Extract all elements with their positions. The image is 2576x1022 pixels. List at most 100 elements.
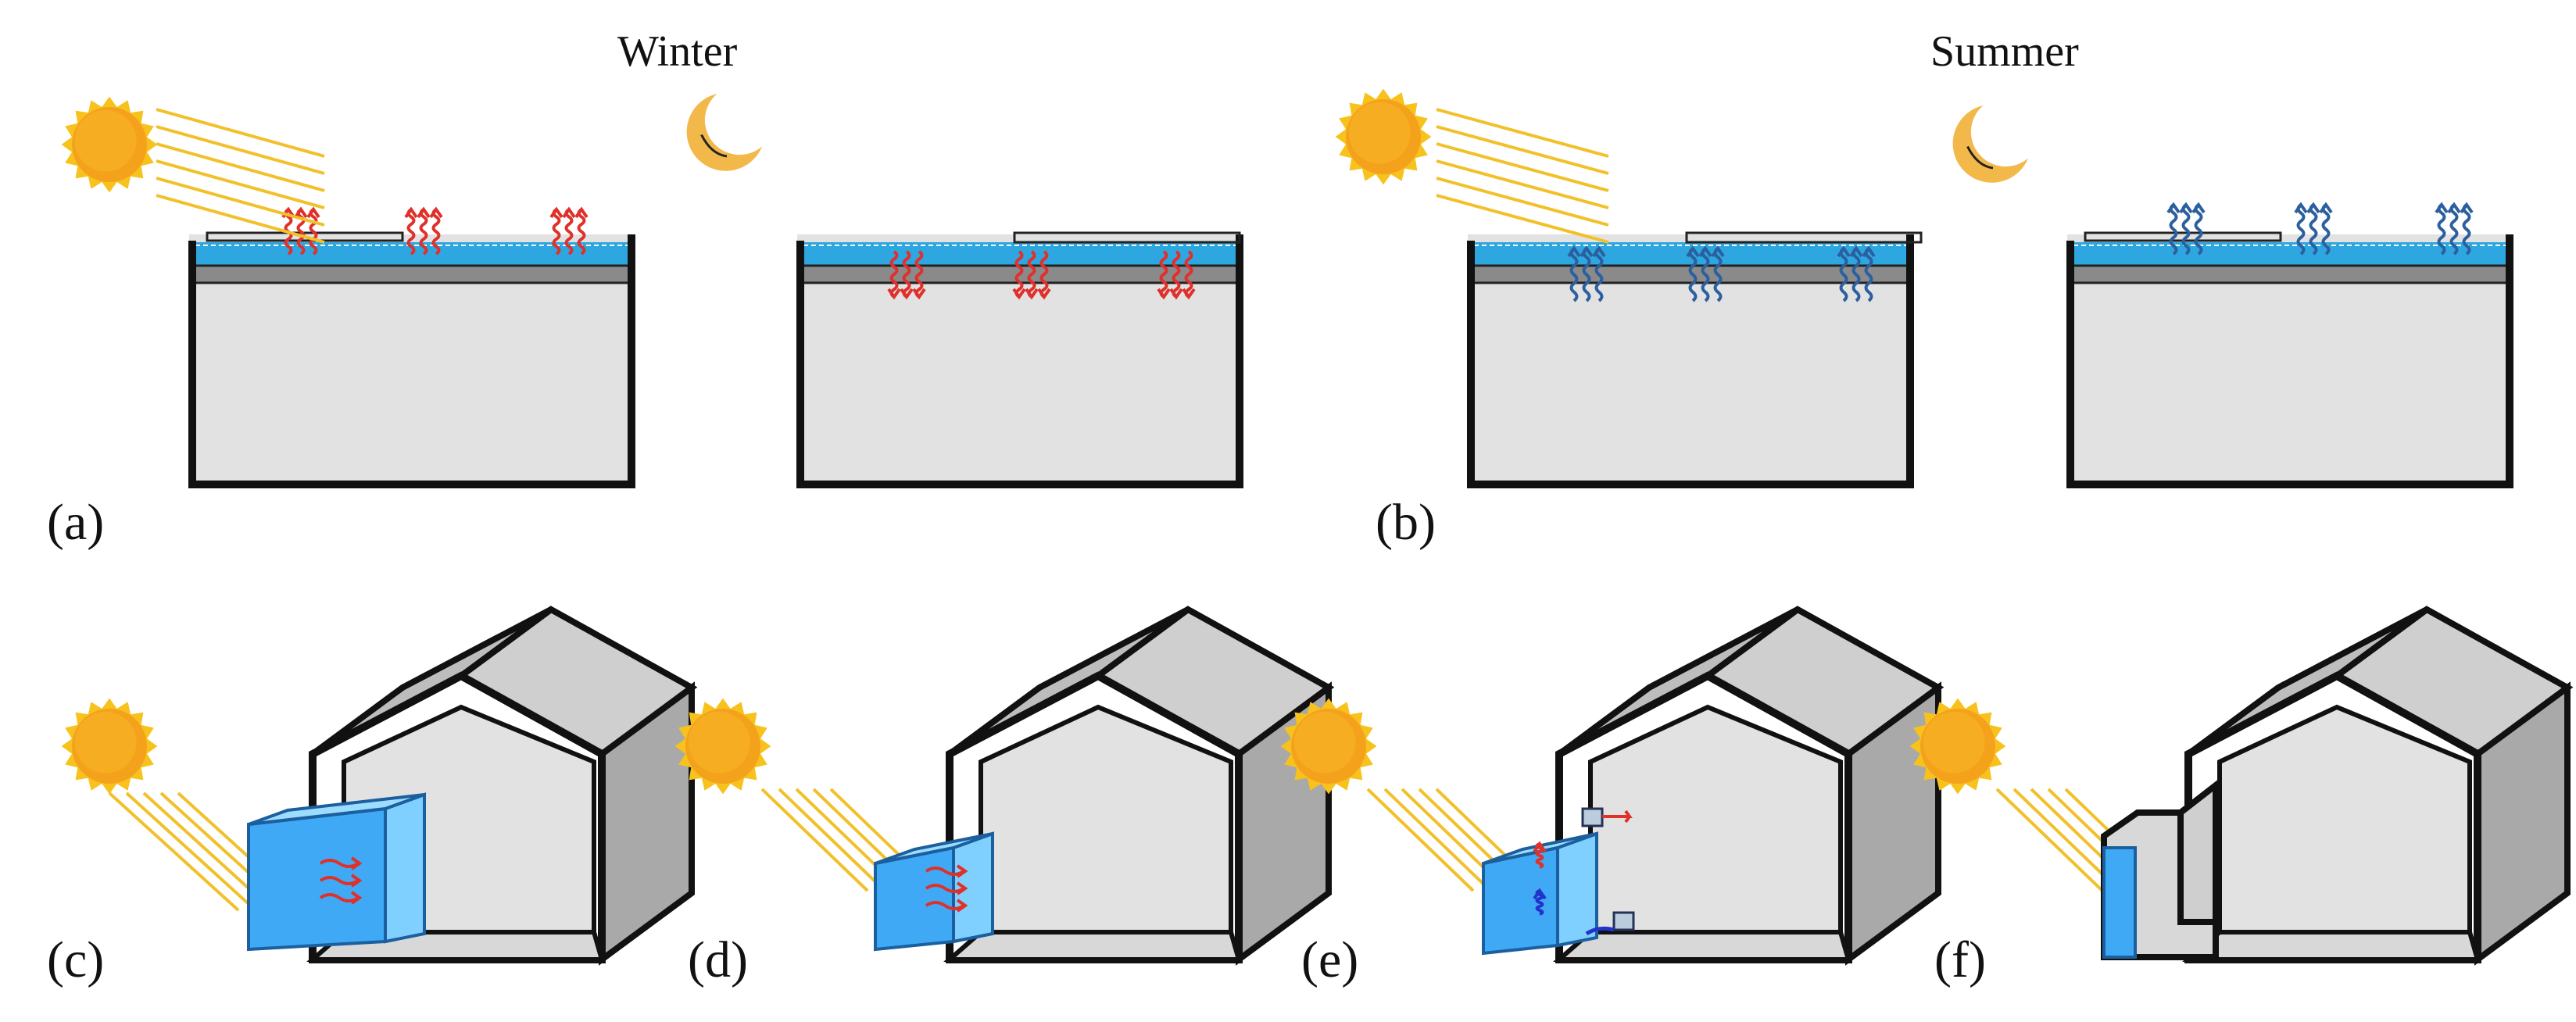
sun-icon	[1909, 698, 2006, 795]
room-walls	[188, 234, 635, 488]
sun-ray	[1436, 108, 1609, 158]
wavy-arrow-head	[1182, 288, 1196, 300]
wavy-arrow-shaft	[309, 208, 318, 256]
wavy-arrow-shaft	[1159, 250, 1168, 298]
wavy-arrow-icon	[1567, 245, 1581, 302]
sun-icon	[1335, 88, 1432, 185]
moon-icon	[686, 94, 762, 171]
top-celestial-group	[61, 88, 2028, 244]
room-walls	[796, 234, 1243, 488]
wavy-arrow-head	[956, 899, 968, 913]
wavy-arrow-icon	[2460, 202, 2474, 256]
wavy-arrow-head	[350, 891, 363, 905]
sunspace-d	[874, 831, 994, 952]
wavy-arrow-shaft	[1184, 250, 1193, 298]
sun-ray	[156, 177, 325, 227]
wavy-arrow-head	[2294, 202, 2308, 214]
wavy-arrow-shaft	[1839, 247, 1848, 302]
wavy-arrow-head	[1025, 288, 1039, 300]
wavy-arrow-head	[1533, 841, 1547, 853]
sunspace-front	[874, 845, 955, 952]
wavy-arrow-shaft	[431, 208, 441, 256]
wavy-arrow-icon	[1592, 245, 1606, 302]
wavy-arrow-icon	[429, 206, 443, 256]
sun-ray	[125, 792, 257, 912]
wavy-arrow-icon	[2191, 202, 2206, 256]
floor	[1553, 930, 1852, 962]
wavy-arrow-shaft	[577, 208, 586, 256]
wavy-arrow-shaft	[2309, 203, 2318, 256]
sun-ray	[1436, 194, 1609, 244]
wavy-arrow-icon	[1182, 250, 1196, 300]
wavy-arrow-head	[417, 206, 431, 219]
wavy-arrow-icon	[1025, 250, 1039, 300]
sunspace-c	[247, 792, 426, 952]
sun-highlight	[74, 109, 137, 172]
wavy-arrow-icon	[549, 206, 564, 256]
sun-ray	[156, 142, 325, 192]
sun-ray	[1436, 125, 1609, 175]
sun-highlight	[1293, 711, 1356, 774]
wavy-arrow-shaft	[889, 250, 899, 298]
wavy-arrow-shaft	[1014, 250, 1024, 298]
wavy-arrow-head	[956, 881, 968, 895]
sun-ray	[1436, 142, 1609, 192]
wavy-arrow-head	[1686, 245, 1700, 258]
wavy-arrow-head	[2460, 202, 2474, 214]
wavy-arrow-head	[350, 856, 363, 870]
wavy-arrow-shaft	[419, 208, 428, 256]
wavy-arrow-icon	[2435, 202, 2449, 256]
wavy-arrow-icon	[1037, 250, 1051, 300]
wavy-arrow-head	[1533, 888, 1547, 900]
sun-ray	[156, 159, 325, 209]
wavy-arrow-shaft	[1594, 247, 1604, 302]
wavy-arrow-head	[1698, 245, 1712, 258]
sunspace-f	[2101, 778, 2219, 960]
wavy-arrow-head	[549, 206, 564, 219]
sun-ray	[1436, 177, 1609, 227]
wavy-arrow-head	[429, 206, 443, 219]
room-walls	[1467, 234, 1914, 488]
vent-top	[1581, 807, 1604, 827]
wavy-arrow-icon	[319, 874, 363, 888]
vent-arrow-hot	[1602, 809, 1633, 824]
house-d	[943, 606, 1335, 966]
wavy-arrow-head	[2191, 202, 2206, 214]
wavy-arrow-icon	[1862, 245, 1876, 302]
roof-panel-winter-night	[796, 231, 1243, 488]
wavy-arrow-icon	[1169, 250, 1183, 300]
sun-icon	[61, 698, 158, 795]
sunspace-front	[247, 806, 387, 952]
sunspace-e	[1482, 831, 1598, 956]
wavy-arrow-icon	[1849, 245, 1863, 302]
sun-highlight	[1923, 711, 1985, 774]
roof-slab	[2072, 266, 2508, 283]
roof-panel-summer-day	[1467, 231, 1923, 488]
panel-label-e: (e)	[1301, 931, 1358, 988]
wavy-arrow-icon	[925, 864, 968, 878]
moon-icon	[1952, 105, 2028, 183]
wavy-arrow-icon	[574, 206, 589, 256]
wavy-arrow-head	[306, 206, 320, 219]
wavy-arrow-shaft	[1582, 247, 1591, 302]
sunspace-front	[1482, 845, 1559, 956]
sun-icon	[61, 96, 158, 193]
house-f	[2182, 606, 2574, 966]
roof-panels	[188, 202, 2513, 488]
wavy-arrow-head	[1012, 288, 1026, 300]
sunspace-top	[875, 832, 993, 865]
roof-panel-summer-night	[2066, 202, 2513, 488]
sunspace-glass	[2102, 846, 2137, 959]
wavy-arrow-head	[2306, 202, 2320, 214]
wavy-arrow-shaft	[1172, 250, 1181, 298]
sun-highlight	[1348, 102, 1411, 164]
wavy-arrow-shaft	[2437, 203, 2446, 256]
sun-rays	[1436, 108, 1609, 244]
vent-bottom	[1612, 911, 1635, 931]
interior	[2217, 704, 2472, 934]
sun-ray	[156, 125, 325, 175]
house-c	[306, 606, 698, 966]
wavy-arrow-shaft	[2321, 203, 2331, 256]
wavy-arrow-shaft	[914, 250, 924, 298]
moon-crescent	[1952, 105, 2028, 183]
